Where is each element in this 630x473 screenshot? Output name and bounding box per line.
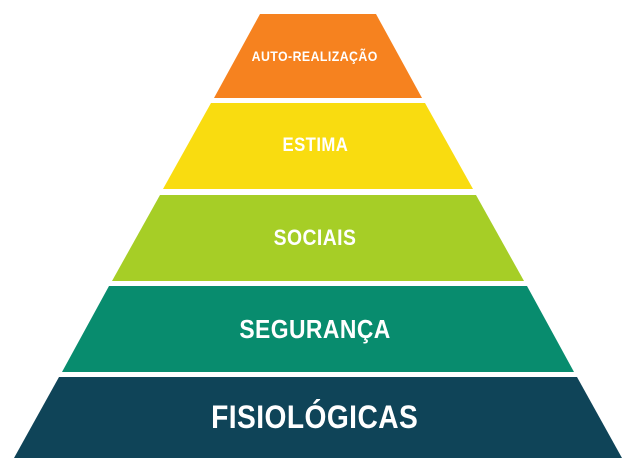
pyramid-level-estima: ESTIMA [163, 103, 473, 189]
pyramid-level-auto-realizacao: AUTO-REALIZAÇÃO [214, 14, 422, 98]
pyramid-level-sociais: SOCIAIS [112, 195, 524, 281]
pyramid-level-seguranca: SEGURANÇA [62, 286, 574, 372]
pyramid-level-label: SEGURANÇA [239, 313, 391, 344]
pyramid-level-label: ESTIMA [282, 135, 348, 156]
pyramid-level-fisiologicas: FISIOLÓGICAS [14, 377, 622, 458]
pyramid-level-label: FISIOLÓGICAS [211, 399, 419, 435]
pyramid-level-label: SOCIAIS [273, 225, 357, 250]
pyramid-level-label: AUTO-REALIZAÇÃO [251, 48, 379, 64]
